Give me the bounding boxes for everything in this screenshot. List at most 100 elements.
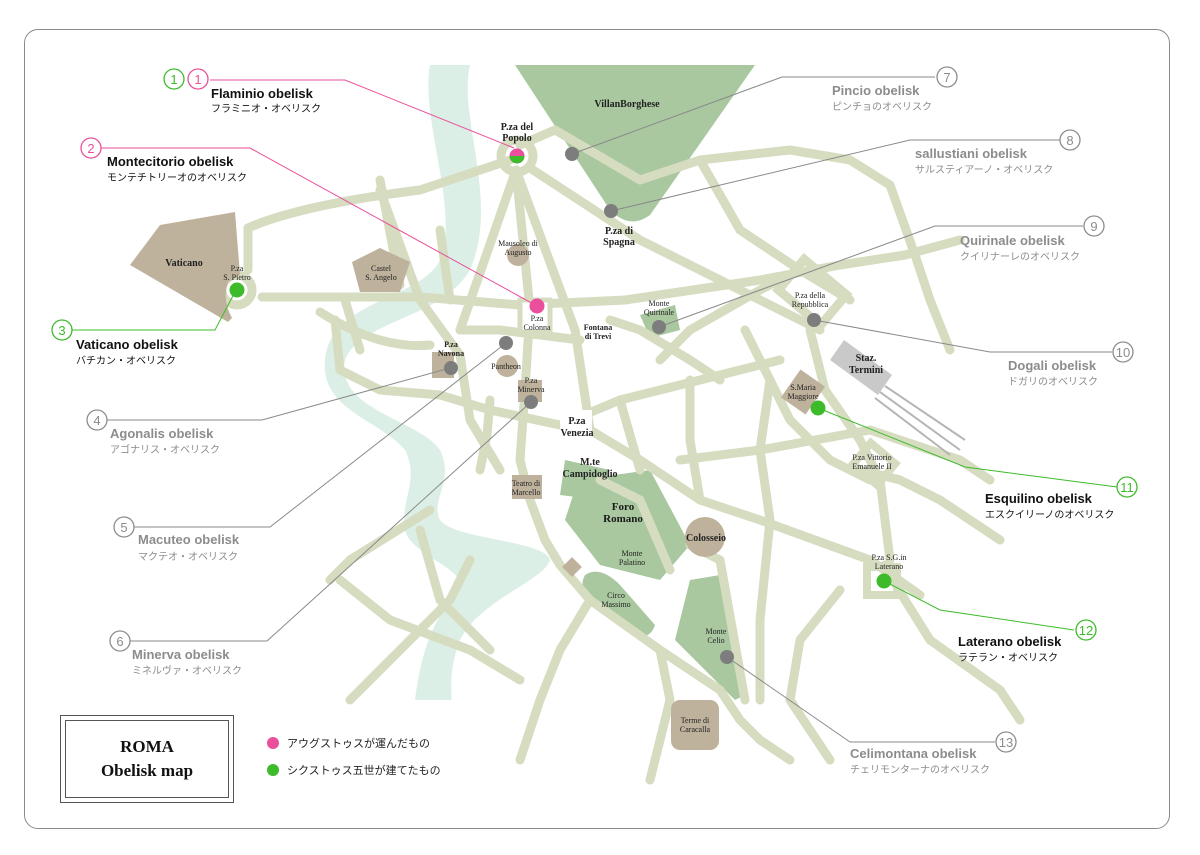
leader-lines <box>62 76 1118 743</box>
legend-pink: アウグストゥスが運んだもの <box>267 735 430 751</box>
label-circo-2: Massimo <box>601 600 630 609</box>
label-trevi-1: Fontana <box>584 323 612 332</box>
repubblica-square <box>772 252 853 332</box>
obelisk-8-jp: サルスティアーノ・オベリスク <box>915 164 1053 176</box>
callout-9-circle <box>1083 215 1105 237</box>
callout-13-circle <box>995 731 1017 753</box>
obelisk-7-jp: ピンチョのオベリスク <box>832 101 932 113</box>
obelisk-1-jp: フラミニオ・オベリスク <box>211 103 321 115</box>
label-celio-2: Celio <box>707 636 724 645</box>
label-marcello-1: Teatro di <box>512 479 541 488</box>
laterano-square <box>863 563 901 599</box>
obelisk-10-name: Dogali obelisk <box>1008 358 1097 373</box>
legend-pink-label: アウグストゥスが運んだもの <box>287 737 430 750</box>
map-title-box: ROMA Obelisk map <box>60 715 234 803</box>
callout-6-circle <box>109 630 131 652</box>
callout-4-num: 4 <box>93 413 100 428</box>
obelisk-marker-7[interactable] <box>565 147 579 161</box>
callout-11-circle <box>1116 476 1138 498</box>
termini-rails <box>874 385 966 456</box>
label-vittorio-1: P.za Vittorio <box>852 453 891 462</box>
callout-1-green-circle <box>163 68 185 90</box>
piazza-popolo-ring <box>496 135 538 177</box>
callout-5-num: 5 <box>120 520 127 535</box>
map-frame <box>24 29 1170 829</box>
callout-10-circle <box>1112 341 1134 363</box>
obelisk-marker-1[interactable] <box>509 148 525 164</box>
label-foro-1: Foro <box>612 501 635 513</box>
label-trevi-2: di Trevi <box>585 332 612 341</box>
label-repubblica-1: P.za della <box>795 291 826 300</box>
label-popolo-2: Popolo <box>502 133 531 144</box>
label-spagna-2: Spagna <box>603 237 635 248</box>
obelisk-10-jp: ドガリのオベリスク <box>1008 376 1098 388</box>
mausoleo-augusto <box>507 244 529 266</box>
callout-7-circle <box>936 66 958 88</box>
obelisk-9-jp: クイリナーレのオベリスク <box>960 251 1080 263</box>
label-quirinale-2: Quirinale <box>644 308 675 317</box>
obelisk-6-jp: ミネルヴァ・オベリスク <box>132 664 242 677</box>
label-spagna-1: P.za di <box>605 226 633 237</box>
callout-2-circle <box>80 137 102 159</box>
obelisk-2-name: Montecitorio obelisk <box>107 154 234 169</box>
label-venezia-2: Venezia <box>561 428 594 439</box>
callout-12-num: 12 <box>1079 623 1093 638</box>
callout-7-num: 7 <box>943 70 950 85</box>
callout-11-num: 11 <box>1120 480 1134 495</box>
callout-10-num: 10 <box>1116 345 1130 360</box>
label-vittorio-2: Emanuele II <box>852 462 892 471</box>
label-foro-2: Romano <box>603 513 643 525</box>
label-palatino-1: Monte <box>622 549 643 558</box>
label-navona-2: Navona <box>438 349 464 358</box>
road-network <box>243 125 1025 785</box>
obelisk-8-name: sallustiani obelisk <box>915 146 1028 161</box>
colosseo-building <box>685 517 725 557</box>
obelisk-5-name: Macuteo obelisk <box>138 532 240 547</box>
label-laterano-pl-1: P.za S.G.in <box>871 553 906 562</box>
obelisk-marker-6[interactable] <box>524 395 538 409</box>
obelisk-marker-13[interactable] <box>720 650 734 664</box>
label-colosseo: Colosseio <box>686 533 726 544</box>
label-mausoleo-2: Augusto <box>504 248 531 257</box>
venezia-square <box>560 410 592 442</box>
obelisk-marker-11[interactable] <box>810 400 826 416</box>
label-mausoleo-1: Mausoleo di <box>498 239 539 248</box>
label-celio-1: Monte <box>706 627 727 636</box>
villa-borghese-park <box>515 65 755 222</box>
callout-8-circle <box>1059 129 1081 151</box>
label-caracalla-1: Terme di <box>681 716 710 725</box>
callout-2-num: 2 <box>87 141 94 156</box>
obelisk-marker-9[interactable] <box>652 320 666 334</box>
label-vaticano: Vaticano <box>165 258 202 269</box>
obelisk-1-name: Flaminio obelisk <box>211 86 314 101</box>
label-pietro-2: S. Pietro <box>223 273 251 282</box>
pantheon-building <box>496 355 518 377</box>
obelisk-marker-4[interactable] <box>444 361 458 375</box>
obelisk-12-jp: ラテラン・オベリスク <box>958 652 1058 664</box>
callout-1-green-num: 1 <box>170 72 177 87</box>
obelisk-marker-2[interactable] <box>529 298 545 314</box>
marcello-building <box>512 475 542 499</box>
label-venezia-1: P.za <box>568 416 585 427</box>
obelisk-marker-3[interactable] <box>229 282 245 298</box>
callout-1-circle <box>187 68 209 90</box>
label-villa-borghese: VillanBorghese <box>594 99 660 110</box>
obelisk-marker-10[interactable] <box>807 313 821 327</box>
callout-12-circle <box>1075 619 1097 641</box>
label-campidoglio-1: M.te <box>580 457 600 468</box>
obelisk-marker-8[interactable] <box>604 204 618 218</box>
legend-green-label: シクストゥス五世が建てたもの <box>287 764 441 777</box>
label-maria-1: S.Maria <box>790 383 816 392</box>
obelisk-13-name: Celimontana obelisk <box>850 746 977 761</box>
obelisk-marker-5[interactable] <box>499 336 513 350</box>
obelisk-11-jp: エスクイリーノのオベリスク <box>985 509 1114 521</box>
callout-8-num: 8 <box>1066 133 1073 148</box>
map-title-inner: ROMA Obelisk map <box>65 720 229 798</box>
obelisk-marker-12[interactable] <box>876 573 892 589</box>
callout-1-num: 1 <box>194 72 201 87</box>
obelisk-9-name: Quirinale obelisk <box>960 233 1066 248</box>
label-maria-2: Maggiore <box>787 392 819 401</box>
obelisk-12-name: Laterano obelisk <box>958 634 1062 649</box>
label-castel-1: Castel <box>371 264 392 273</box>
